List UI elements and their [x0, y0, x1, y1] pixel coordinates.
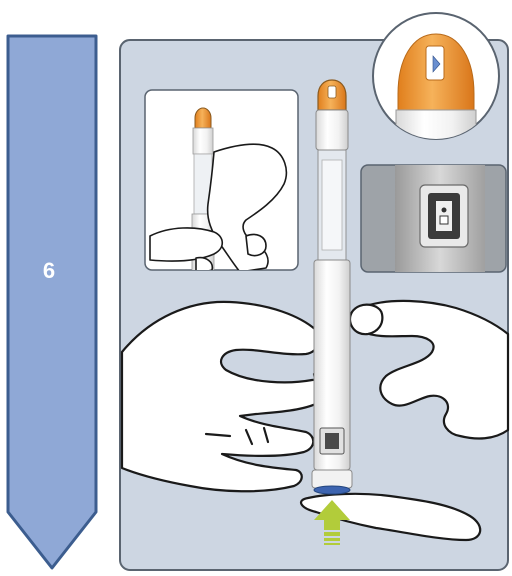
inset-dose-window — [361, 165, 506, 272]
injection-pen — [312, 80, 352, 494]
inset-tap-pen — [145, 90, 298, 274]
